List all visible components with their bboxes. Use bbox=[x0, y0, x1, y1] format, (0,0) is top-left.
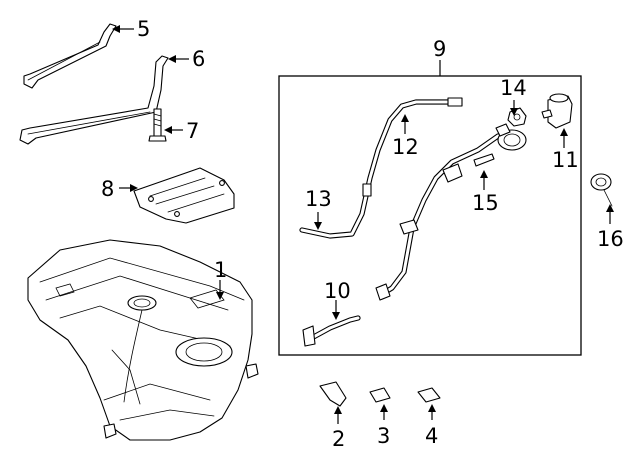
leader-lines bbox=[112, 25, 614, 424]
callout-7: 7 bbox=[186, 119, 199, 143]
callout-1: 1 bbox=[214, 258, 227, 282]
callout-4: 4 bbox=[425, 424, 438, 448]
callout-8: 8 bbox=[101, 177, 114, 201]
callout-3: 3 bbox=[377, 424, 390, 448]
callout-13: 13 bbox=[305, 187, 332, 211]
callout-6: 6 bbox=[192, 47, 205, 71]
tank-strap-upper[interactable] bbox=[23, 23, 117, 89]
callout-12: 12 bbox=[392, 135, 419, 159]
callout-2: 2 bbox=[332, 427, 345, 451]
vapor-canister[interactable] bbox=[541, 93, 573, 129]
hose-clip[interactable] bbox=[473, 153, 495, 167]
tank-pad-2[interactable] bbox=[319, 381, 347, 407]
heat-protector[interactable] bbox=[133, 167, 235, 224]
filler-neck-group-frame bbox=[278, 75, 582, 356]
callout-5: 5 bbox=[137, 17, 150, 41]
strap-bolt[interactable] bbox=[148, 108, 167, 142]
callout-16: 16 bbox=[597, 227, 624, 251]
callout-11: 11 bbox=[552, 148, 579, 172]
tank-pad-3[interactable] bbox=[369, 387, 391, 403]
fuel-cap[interactable] bbox=[590, 173, 613, 207]
callout-labels: 1 2 3 4 5 6 7 8 9 10 11 12 13 14 15 16 bbox=[101, 17, 624, 451]
tank-strap-lower[interactable] bbox=[19, 55, 169, 145]
callout-15: 15 bbox=[472, 191, 499, 215]
vent-tube[interactable] bbox=[299, 97, 463, 239]
callout-10: 10 bbox=[324, 279, 351, 303]
filler-neck[interactable] bbox=[375, 123, 527, 301]
check-valve[interactable] bbox=[507, 107, 527, 127]
fuel-tank[interactable] bbox=[27, 239, 259, 441]
callout-14: 14 bbox=[500, 76, 527, 100]
tank-pad-4[interactable] bbox=[417, 387, 441, 403]
filler-hose[interactable] bbox=[302, 315, 361, 347]
callout-9: 9 bbox=[433, 37, 446, 61]
